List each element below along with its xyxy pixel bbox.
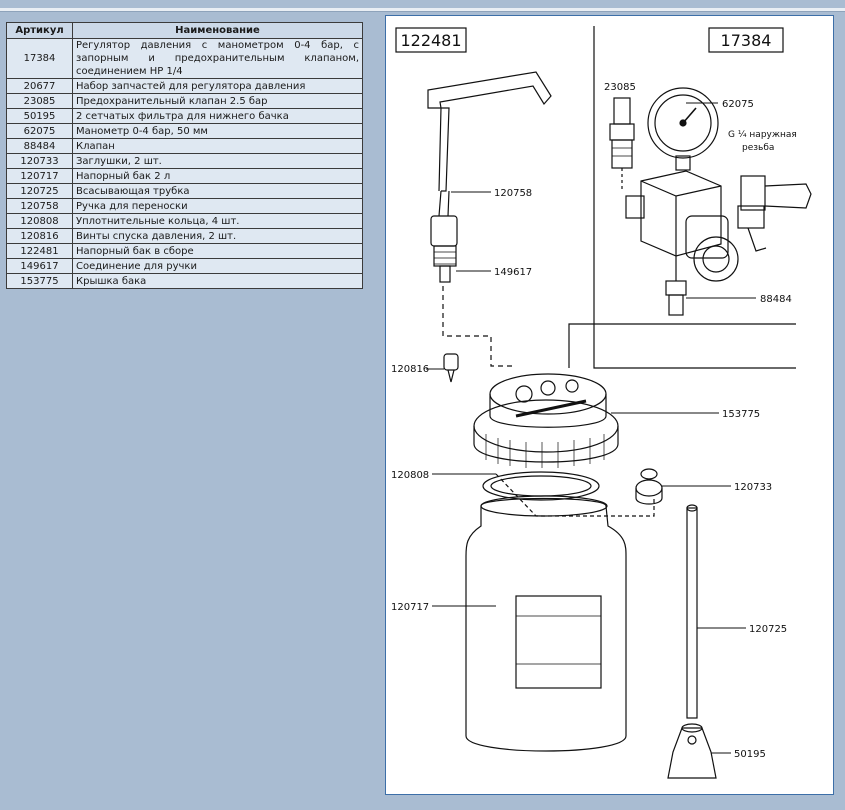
article-cell: 50195 (6, 108, 73, 124)
callout-120733: 120733 (734, 482, 772, 493)
callout-50195: 50195 (734, 749, 766, 760)
callout-thread-1: G ¼ наружная (728, 130, 797, 140)
name-cell: Напорный бак в сборе (72, 243, 363, 259)
plug (635, 468, 663, 505)
callout-120758: 120758 (494, 188, 532, 199)
manometer (647, 87, 719, 171)
assembly-label-box (395, 27, 467, 53)
callout-120717: 120717 (391, 602, 429, 613)
name-cell: Крышка бака (72, 273, 363, 289)
name-cell: Заглушки, 2 шт. (72, 153, 363, 169)
callout-149617: 149617 (494, 267, 532, 278)
pressure-tank (465, 495, 627, 752)
name-cell: 2 сетчатых фильтра для нижнего бачка (72, 108, 363, 124)
article-cell: 149617 (6, 258, 73, 274)
article-cell: 120816 (6, 228, 73, 244)
regulator-body (625, 170, 739, 316)
article-cell: 120717 (6, 168, 73, 184)
callout-thread-2: резьба (742, 143, 774, 153)
name-cell: Манометр 0-4 бар, 50 мм (72, 123, 363, 139)
assembly-label: 122481 (400, 31, 461, 50)
name-cell: Напорный бак 2 л (72, 168, 363, 184)
callout-120816: 120816 (391, 364, 429, 375)
drain-screw (443, 353, 459, 383)
article-cell: 62075 (6, 123, 73, 139)
article-cell: 120733 (6, 153, 73, 169)
name-cell: Набор запчастей для регулятора давления (72, 78, 363, 94)
article-cell: 120725 (6, 183, 73, 199)
dashed-ring-path (495, 473, 655, 517)
article-cell: 120808 (6, 213, 73, 229)
name-cell: Винты спуска давления, 2 шт. (72, 228, 363, 244)
callout-88484: 88484 (760, 294, 792, 305)
regulator-connector-line (568, 323, 796, 368)
article-cell: 88484 (6, 138, 73, 154)
article-cell: 153775 (6, 273, 73, 289)
callout-23085: 23085 (604, 82, 636, 93)
article-cell: 20677 (6, 78, 73, 94)
carrying-handle (427, 71, 552, 283)
callout-120808: 120808 (391, 470, 429, 481)
filter (667, 723, 717, 779)
name-cell: Предохранительный клапан 2.5 бар (72, 93, 363, 109)
regulator-label-box (708, 27, 784, 53)
shutoff-valve (737, 175, 812, 252)
diagram-canvas: 122481 17384 23085 62075 G ¼ наружная ре… (391, 26, 812, 779)
connection-dashed-line (442, 286, 516, 367)
name-cell: Уплотнительные кольца, 4 шт. (72, 213, 363, 229)
article-cell: 120758 (6, 198, 73, 214)
tank-lid (473, 373, 619, 468)
callout-153775: 153775 (722, 409, 760, 420)
exploded-diagram: 122481 17384 23085 62075 G ¼ наружная ре… (385, 15, 834, 795)
regulator-label: 17384 (721, 31, 772, 50)
name-cell: Регулятор давления с манометром 0-4 бар,… (72, 38, 363, 79)
article-cell: 17384 (6, 38, 73, 79)
table-header-row: Артикул Наименование (6, 22, 363, 39)
safety-valve (609, 97, 635, 191)
regulator-frame-line (593, 26, 796, 369)
name-cell: Клапан (72, 138, 363, 154)
header-divider (0, 8, 845, 12)
name-cell: Ручка для переноски (72, 198, 363, 214)
name-cell: Соединение для ручки (72, 258, 363, 274)
article-cell: 122481 (6, 243, 73, 259)
column-header-article: Артикул (6, 22, 73, 39)
article-cell: 23085 (6, 93, 73, 109)
callout-120725: 120725 (749, 624, 787, 635)
name-cell: Всасывающая трубка (72, 183, 363, 199)
column-header-name: Наименование (72, 22, 363, 39)
suction-tube (686, 504, 698, 719)
callout-62075: 62075 (722, 99, 754, 110)
